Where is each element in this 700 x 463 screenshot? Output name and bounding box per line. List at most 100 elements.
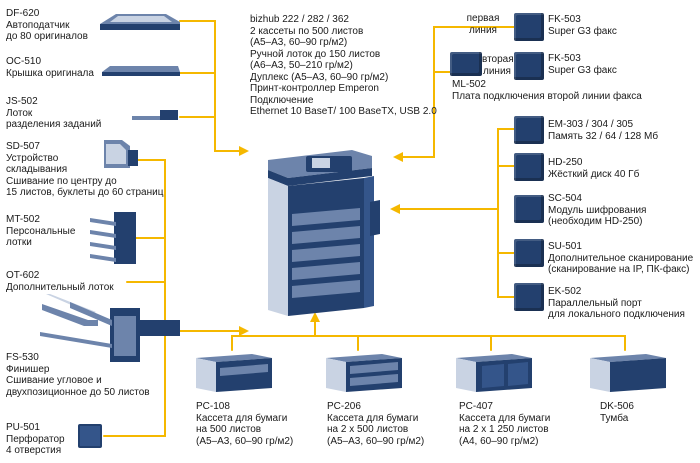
df-620-line-1: Автоподатчик	[6, 19, 70, 31]
dk-506-label: DK-506 Тумба	[600, 401, 634, 424]
dk-506-code: DK-506	[600, 401, 634, 412]
fk-503-second-board	[514, 52, 544, 80]
pc-206-code: PC-206	[327, 401, 361, 412]
js-502-line-1: Лоток	[6, 107, 33, 119]
connector-sd507	[135, 159, 166, 349]
sd-507-line-1: Устройство	[6, 152, 59, 164]
connector-fax	[393, 26, 515, 162]
sd-507-image	[104, 140, 138, 168]
fk-503-second-desc: Super G3 факс	[548, 64, 617, 76]
ek-502-code: EK-502	[548, 286, 582, 297]
pc-407-line-2: на 2 х 1 250 листов	[459, 424, 549, 435]
fs-530-image	[40, 302, 180, 362]
oc-510-image	[102, 66, 180, 76]
dk-506-line-1: Тумба	[600, 412, 629, 424]
mfp-main-image	[268, 150, 380, 316]
fk-503-first-board	[514, 13, 544, 41]
pc-407-code: PC-407	[459, 401, 493, 412]
pu-501-line-1: Перфоратор	[6, 433, 65, 445]
js-502-line-2: разделения заданий	[6, 119, 102, 130]
em-303-line-1: Память 32 / 64 / 128 Мб	[548, 130, 659, 142]
pc-407-line-1: Кассета для бумаги	[459, 412, 551, 424]
hd-250-code: HD-250	[548, 157, 583, 168]
em-303-label: EM-303 / 304 / 305 Память 32 / 64 / 128 …	[548, 119, 658, 142]
pc-206-image	[326, 354, 402, 392]
mfp-spec-7: Подключение	[250, 94, 314, 106]
mfp-spec-5: Дуплекс (A5–A3, 60–90 гр/м2)	[250, 71, 389, 83]
sc-504-code: SC-504	[548, 193, 582, 204]
em-303-code: EM-303 / 304 / 305	[548, 119, 634, 130]
pc-407-image	[456, 354, 532, 392]
mfp-spec-8: Ethernet 10 BaseT/ 100 BaseTX, USB 2.0	[250, 106, 437, 117]
pc-108-image	[196, 354, 272, 392]
fs-530-code: FS-530	[6, 352, 39, 363]
mt-502-line-2: лотки	[6, 237, 32, 248]
connector-right-bus	[497, 128, 515, 298]
su-501-code: SU-501	[548, 241, 582, 252]
mfp-spec-1: 2 кассеты по 500 листов	[250, 25, 364, 37]
df-620-label: DF-620 Автоподатчик до 80 оригиналов	[6, 8, 88, 43]
pc-206-line-1: Кассета для бумаги	[327, 412, 419, 424]
sc-504-line-2: (необходим HD-250)	[548, 216, 643, 227]
pc-206-label: PC-206 Кассета для бумаги на 2 х 500 лис…	[327, 401, 424, 447]
su-501-label: SU-501 Дополнительное сканирование (скан…	[548, 241, 693, 276]
pc-108-code: PC-108	[196, 401, 230, 412]
js-502-image	[132, 110, 178, 120]
pc-108-line-3: (A5–A3, 60–90 гр/м2)	[196, 435, 294, 447]
df-620-code: DF-620	[6, 8, 40, 19]
fs-530-line-3: двухпозиционное до 50 листов	[6, 386, 150, 398]
mfp-model: bizhub 222 / 282 / 362	[250, 14, 349, 25]
sd-507-label: SD-507 Устройство складывания Сшивание п…	[6, 141, 163, 199]
connector-bottom-bus	[231, 335, 626, 351]
em-303-board	[514, 116, 544, 144]
pc-206-line-3: (A5–A3, 60–90 гр/м2)	[327, 435, 425, 447]
second-line-label: вторая линия	[482, 54, 514, 77]
fs-530-label: FS-530 Финишер Сшивание угловое и двухпо…	[6, 352, 150, 398]
mfp-spec-4: (A6–A3, 50–210 гр/м2)	[250, 60, 353, 71]
mfp-spec-6: Принт-контроллер Emperon	[250, 83, 379, 94]
df-620-line-2: до 80 оригиналов	[6, 31, 88, 42]
pc-108-line-2: на 500 листов	[196, 424, 262, 435]
oc-510-label: OC-510 Крышка оригинала	[6, 56, 94, 79]
js-502-code: JS-502	[6, 96, 38, 107]
sd-507-line-2: складывания	[6, 164, 68, 175]
pc-108-label: PC-108 Кассета для бумаги на 500 листов …	[196, 401, 293, 447]
su-501-line-2: (сканирование на IP, ПК-факс)	[548, 264, 690, 275]
ek-502-line-2: для локального подключения	[548, 309, 685, 320]
ml-502-desc: Плата подключения второй линии факса	[452, 90, 642, 102]
oc-510-line-1: Крышка оригинала	[6, 67, 94, 79]
pc-407-line-3: (A4, 60–90 гр/м2)	[459, 435, 539, 447]
fk-503-first-label: FK-503 Super G3 факс	[548, 14, 617, 37]
sd-507-line-4: 15 листов, буклеты до 60 страниц	[6, 187, 164, 198]
mt-502-code: MT-502	[6, 214, 40, 225]
pu-501-image	[78, 424, 102, 448]
ot-602-label: OT-602 Дополнительный лоток	[6, 270, 114, 293]
pc-108-line-1: Кассета для бумаги	[196, 412, 288, 424]
ot-602-code: OT-602	[6, 270, 40, 281]
sd-507-code: SD-507	[6, 141, 40, 152]
sc-504-label: SC-504 Модуль шифрования (необходим HD-2…	[548, 193, 646, 228]
dk-506-image	[590, 354, 666, 392]
mt-502-line-1: Персональные	[6, 225, 76, 237]
first-line-label: первая линия	[466, 13, 500, 36]
hd-250-line-1: Жёсткий диск 40 Гб	[548, 168, 640, 180]
pu-501-code: PU-501	[6, 422, 40, 433]
ek-502-board	[514, 283, 544, 311]
mfp-spec-3: Ручной лоток до 150 листов	[250, 48, 381, 60]
ml-502-code: ML-502	[452, 79, 486, 90]
pu-501-line-2: 4 отверстия	[6, 445, 62, 456]
mt-502-image	[90, 212, 136, 264]
ot-602-line-1: Дополнительный лоток	[6, 281, 114, 293]
su-501-board	[514, 239, 544, 267]
connector-df620	[179, 20, 249, 156]
hd-250-board	[514, 153, 544, 181]
fs-530-line-1: Финишер	[6, 363, 50, 375]
mfp-spec-text: bizhub 222 / 282 / 362 2 кассеты по 500 …	[250, 14, 437, 118]
oc-510-code: OC-510	[6, 56, 42, 67]
df-620-image	[100, 14, 180, 30]
sd-507-line-3: Сшивание по центру до	[6, 175, 117, 187]
fk-503-first-code: FK-503	[548, 14, 581, 25]
ek-502-label: EK-502 Параллельный порт для локального …	[548, 286, 685, 321]
su-501-line-1: Дополнительное сканирование	[548, 252, 694, 264]
ek-502-line-1: Параллельный порт	[548, 297, 642, 309]
